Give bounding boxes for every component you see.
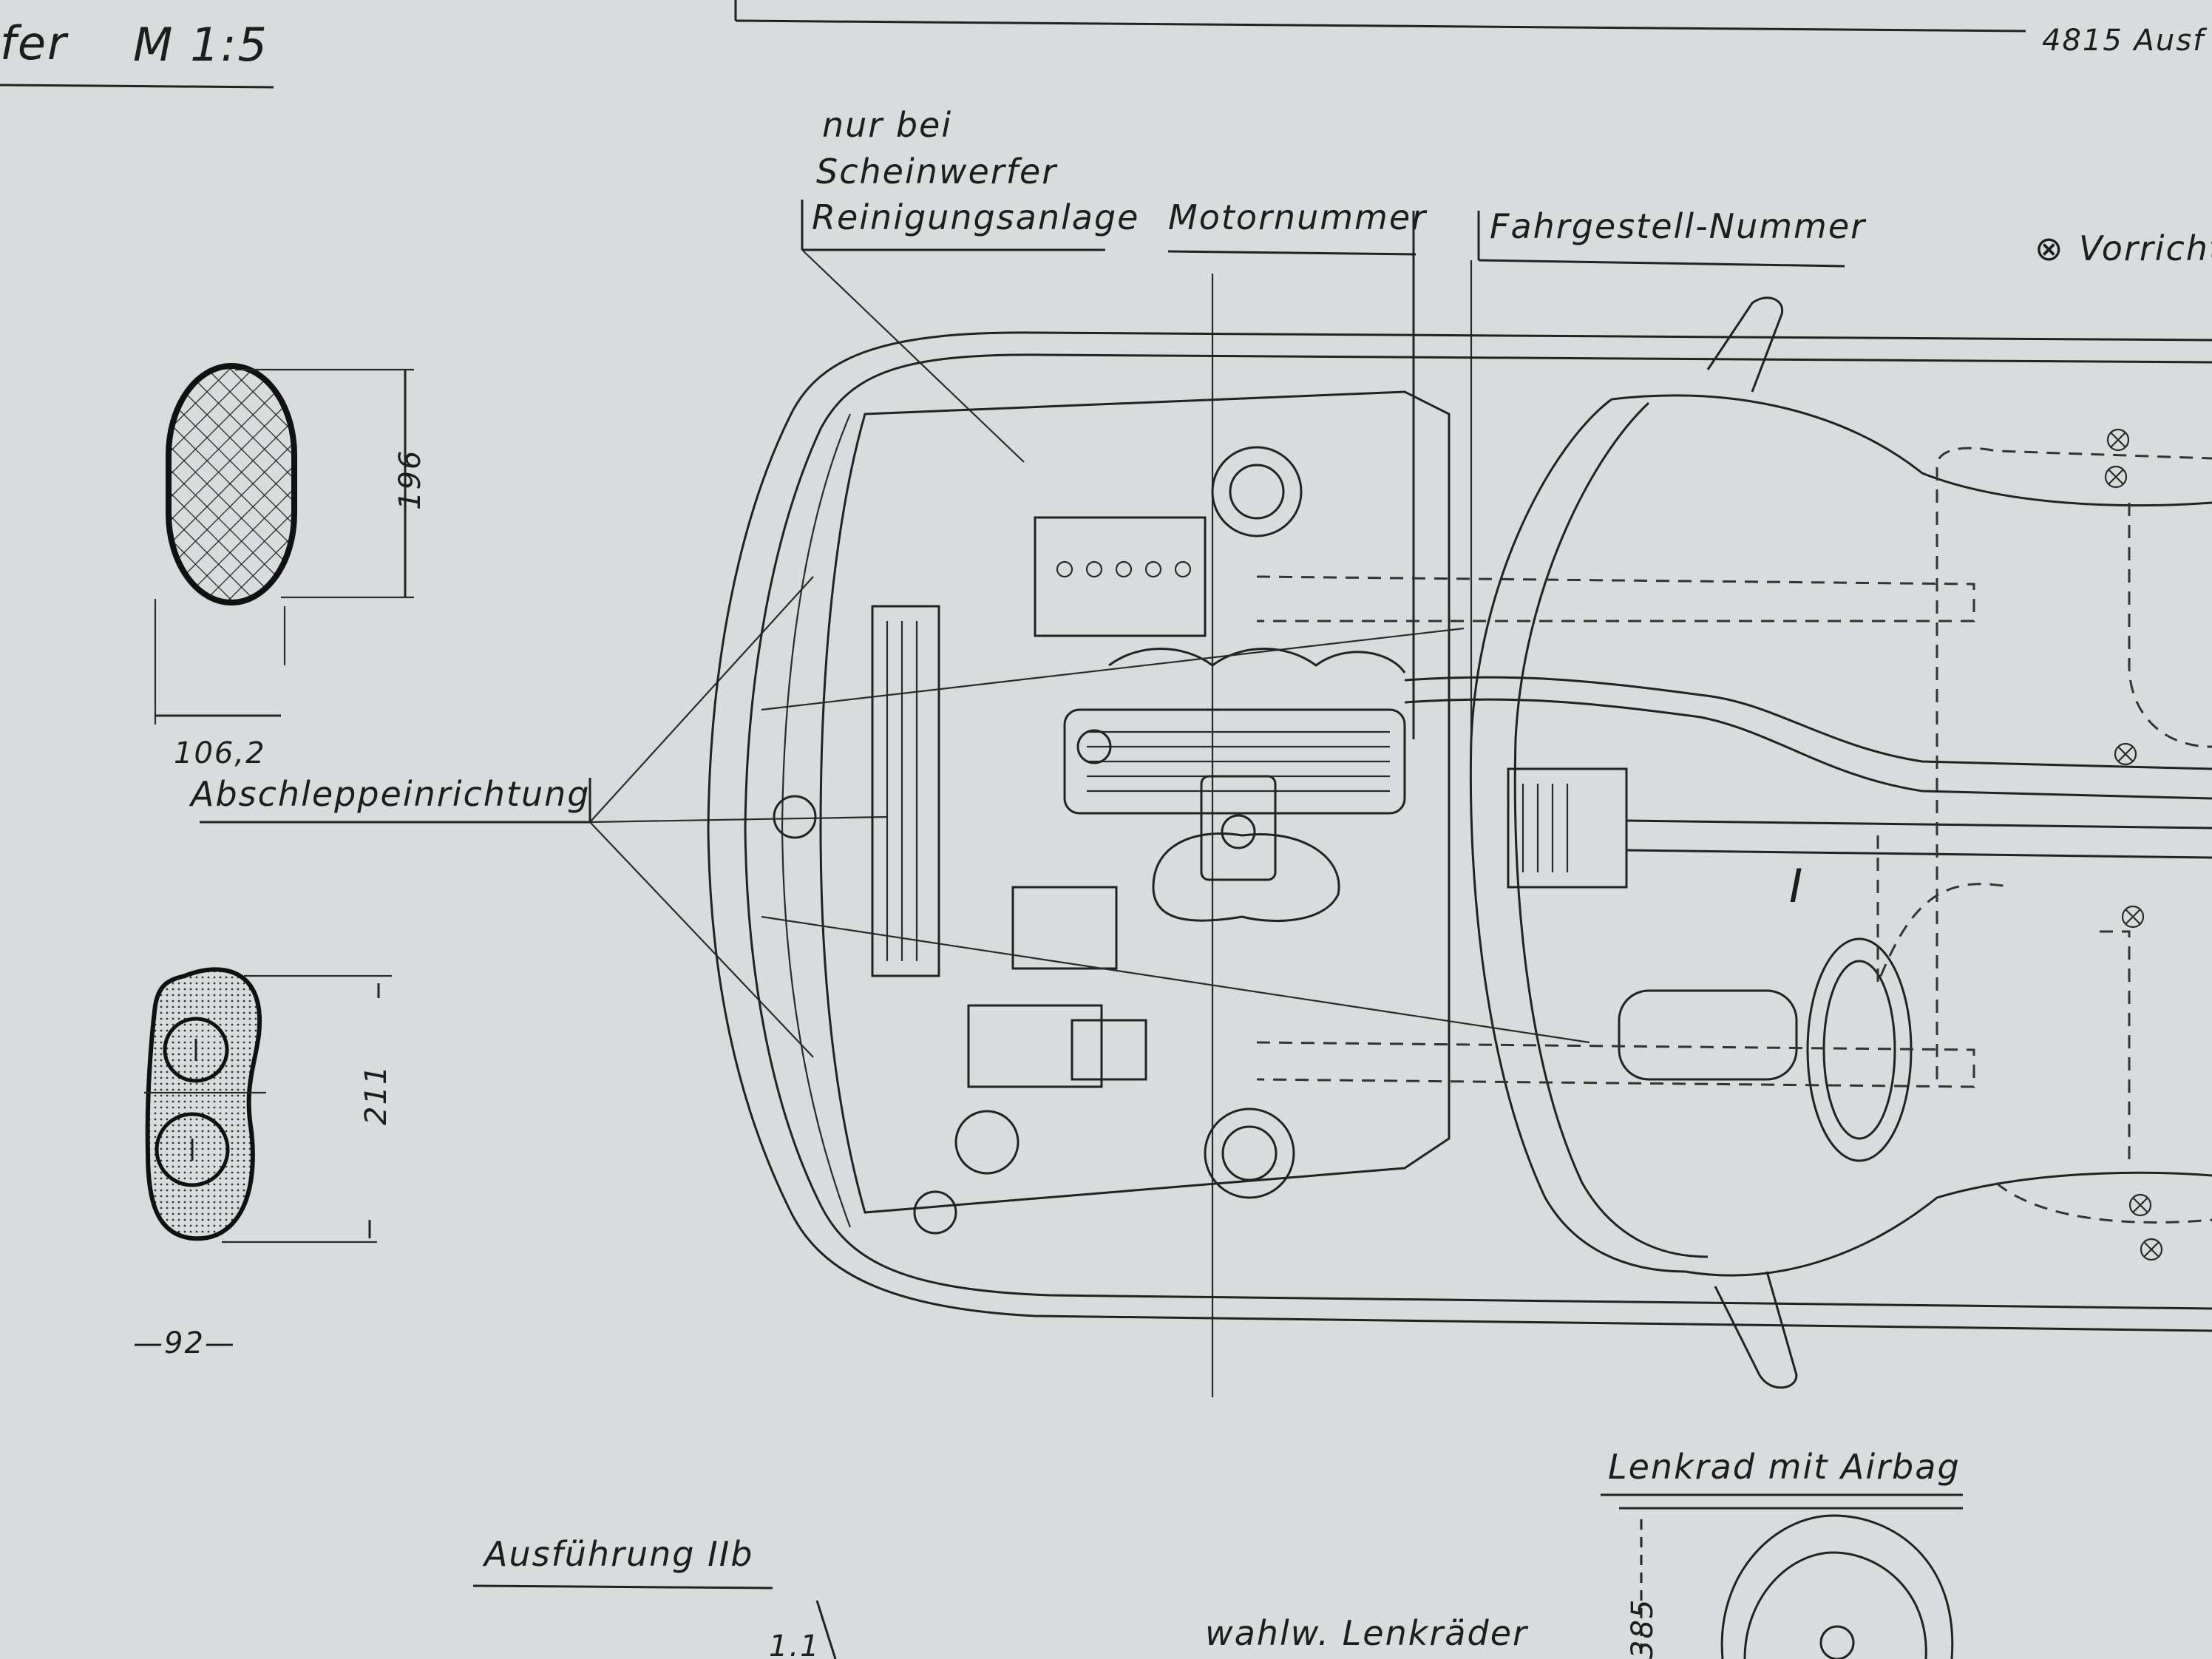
dimension-upper-width: 106,2 <box>174 736 266 770</box>
variant-underline <box>472 1584 773 1590</box>
car-top-view <box>707 296 2212 1389</box>
towing-callout-lines <box>200 576 888 1058</box>
engine-number-label: Motornummer <box>1168 197 1428 237</box>
headlamp-cleaning-callout-lines <box>801 200 1105 463</box>
header-fragment: fer <box>0 16 69 70</box>
section-mark: I <box>1789 859 1804 913</box>
airbag-wheel-callout <box>1601 1493 1963 1659</box>
scale-label: M 1:5 <box>133 18 268 72</box>
dimension-lower-height: 211 <box>359 1065 393 1125</box>
dimension-lower-width: —92— <box>133 1326 236 1360</box>
headlamp-upper-part <box>154 363 414 725</box>
airbag-wheel-label: Lenkrad mit Airbag <box>1608 1447 1961 1487</box>
chassis-number-label: Fahrgestell-Nummer <box>1490 206 1867 246</box>
fragment-line <box>815 1600 837 1659</box>
dimension-upper-height: 196 <box>393 449 427 510</box>
engine-number-callout-lines <box>1167 211 1417 1397</box>
headlamp-cleaning-line-1: nur bei <box>822 105 952 145</box>
variant-label: Ausführung IIb <box>482 1534 753 1574</box>
headlamp-cleaning-line-3: Reinigungsanlage <box>812 197 1139 237</box>
fixture-symbol: ⊗ <box>2035 228 2065 268</box>
dimension-wheel-height: 385 <box>1626 1598 1660 1659</box>
header-right-label: 4815 Ausf <box>2042 24 2208 58</box>
chassis-number-callout-lines <box>1470 211 1845 739</box>
towing-label: Abschleppeinrichtung <box>189 774 590 814</box>
headlamp-cleaning-line-2: Scheinwerfer <box>816 152 1058 191</box>
header-lines <box>0 0 2026 89</box>
headlamp-lower-part <box>144 967 392 1244</box>
fixture-label: Vorricht <box>2079 228 2212 268</box>
optional-wheels-label: wahlw. Lenkräder <box>1205 1613 1529 1653</box>
fragment-bottom: 1.1 <box>769 1629 821 1659</box>
